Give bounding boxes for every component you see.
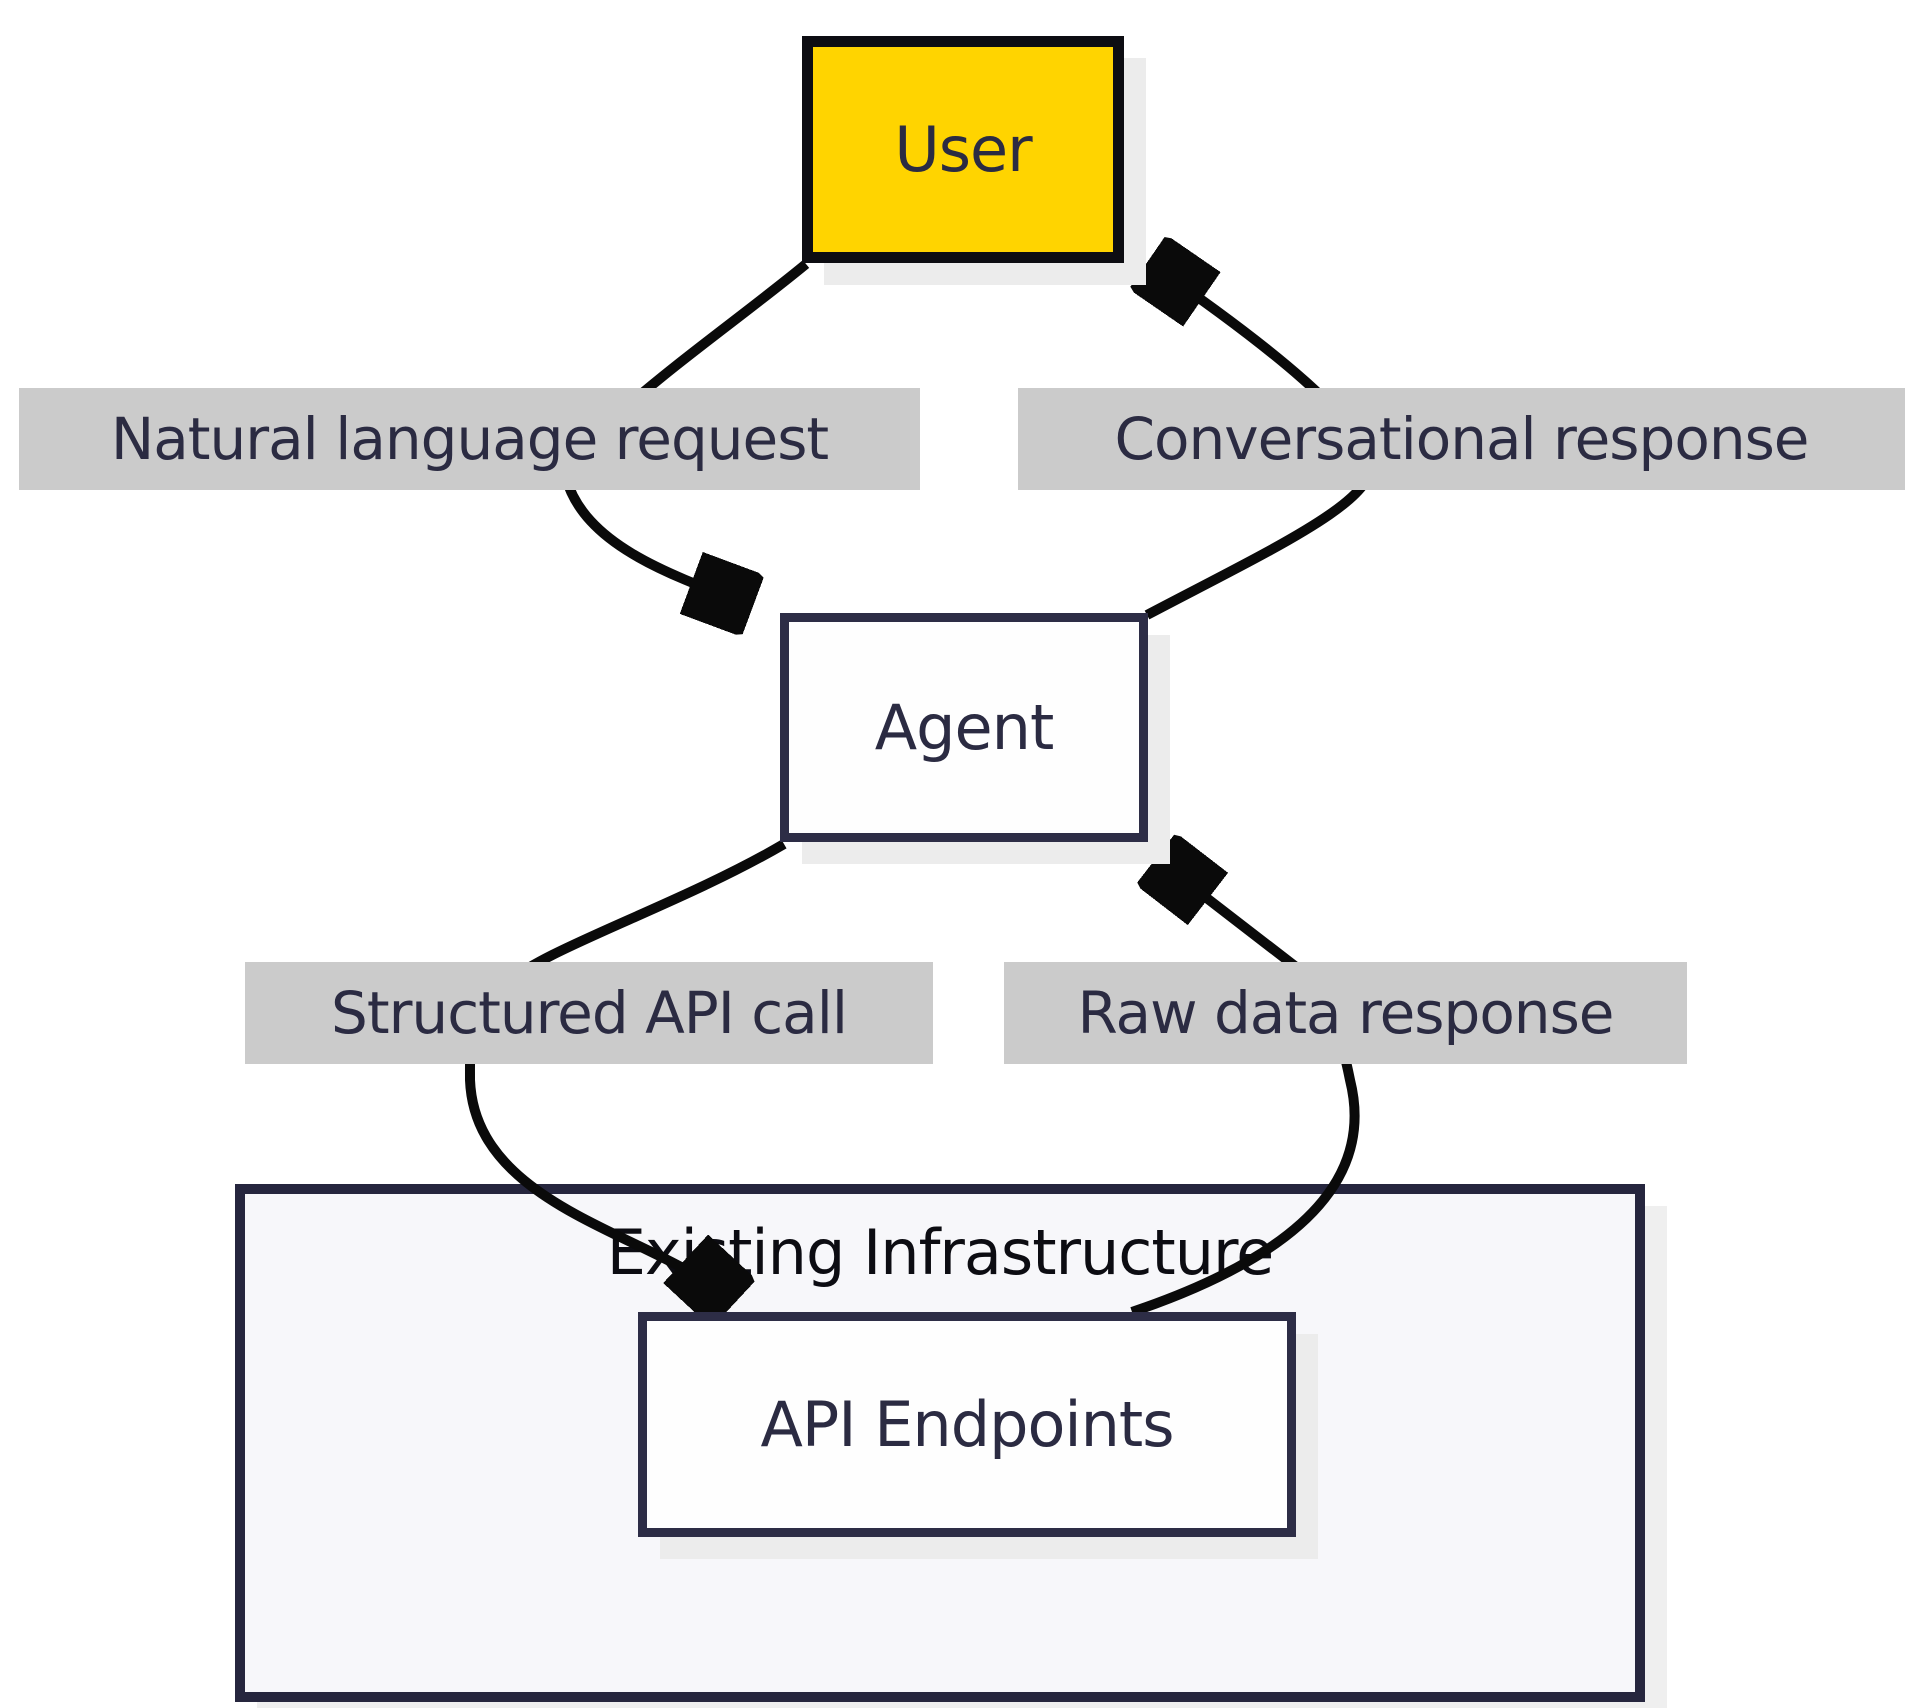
node-api-endpoints-label: API Endpoints [760, 1388, 1174, 1461]
node-agent: Agent [780, 613, 1148, 842]
edge-label-structured-api-call: Structured API call [245, 962, 933, 1064]
edge-label-conversational-response: Conversational response [1018, 388, 1905, 490]
edge-label-natural-language-request: Natural language request [19, 388, 920, 490]
edge-label-raw-data-response: Raw data response [1004, 962, 1687, 1064]
node-user-label: User [894, 113, 1032, 186]
node-agent-label: Agent [874, 691, 1055, 764]
edge-structured-api-call [464, 839, 787, 1300]
node-api-endpoints: API Endpoints [638, 1312, 1296, 1537]
node-user: User [802, 36, 1124, 263]
edge-raw-data-response [1130, 862, 1360, 1317]
